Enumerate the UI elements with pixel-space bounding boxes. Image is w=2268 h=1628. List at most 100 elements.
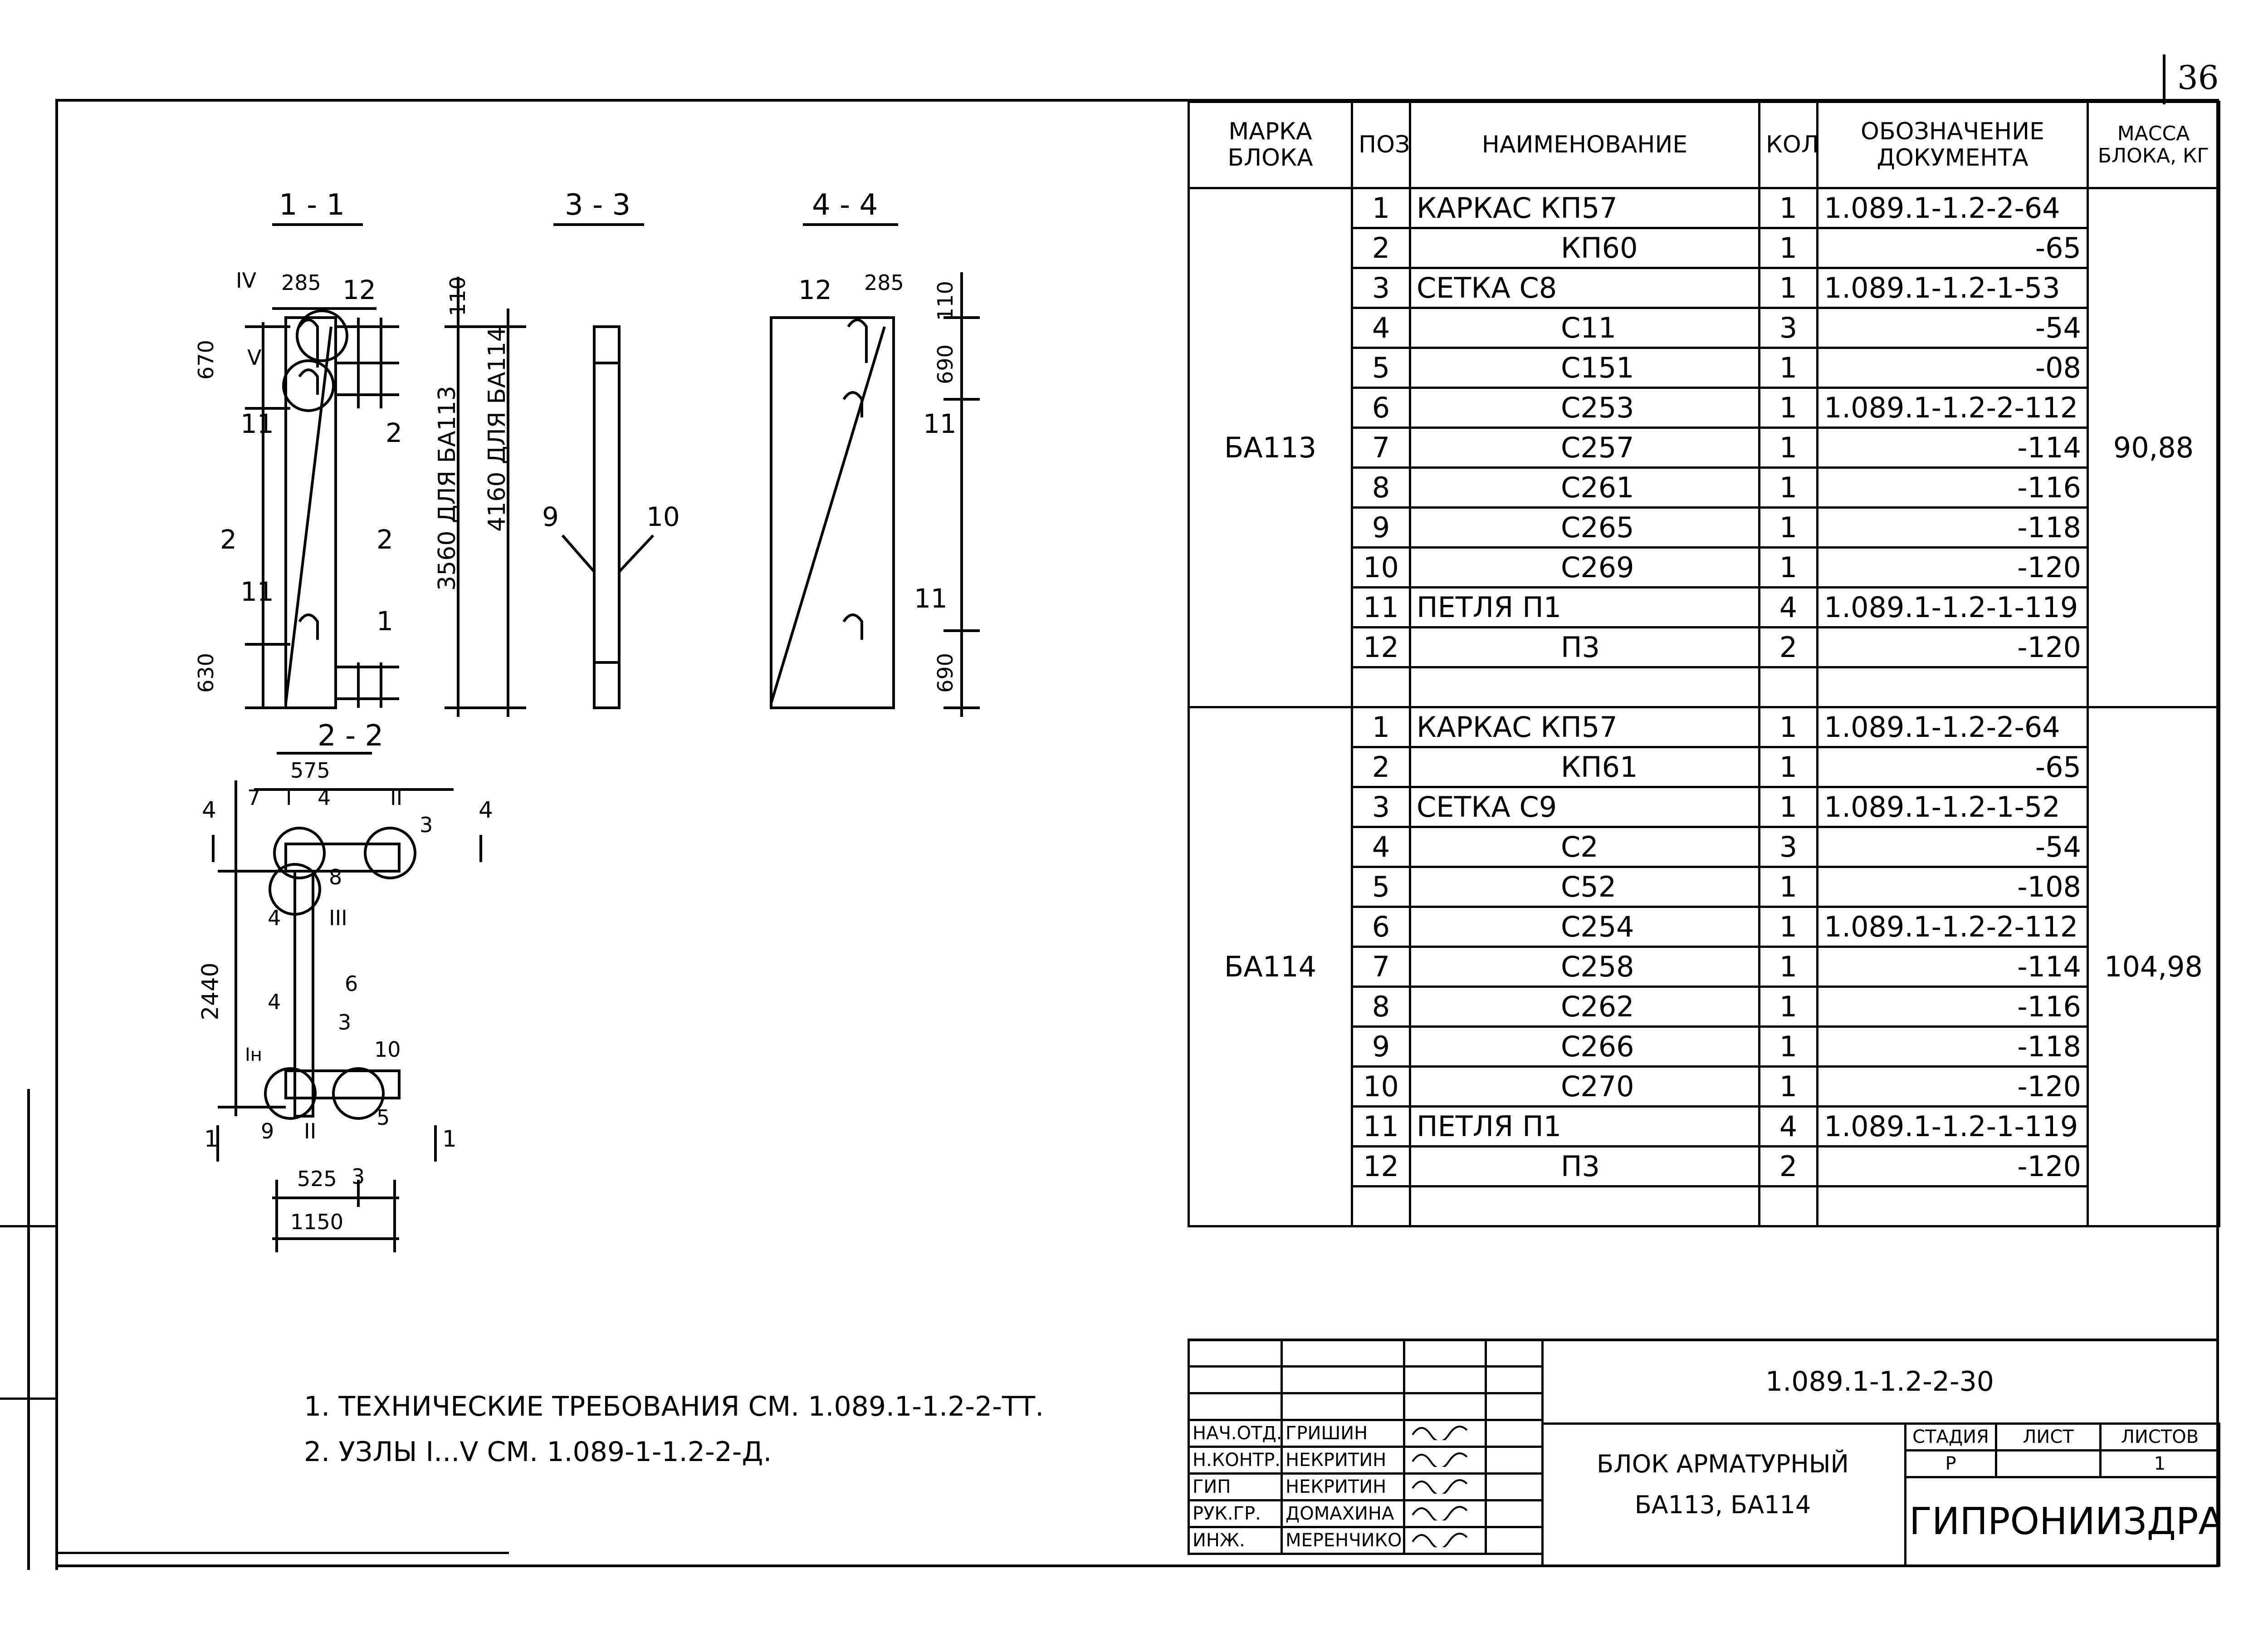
name-cell: С254	[1409, 906, 1760, 948]
block-mark: БА113	[1188, 187, 1353, 708]
section-label-3-3: 3 - 3	[565, 188, 631, 222]
position-cell: 7	[1351, 946, 1411, 988]
sheet-number-box	[2163, 54, 2215, 104]
header-qty: КОЛ.	[1758, 101, 1818, 189]
block-mark: БА114	[1188, 706, 1353, 1227]
callout-11-c: 11	[923, 408, 957, 439]
stamp-empty-cell	[1188, 1392, 1283, 1421]
callout-3-a: 3	[420, 813, 433, 837]
notes-underline	[55, 1552, 509, 1554]
callout-10-b: 10	[374, 1037, 401, 1062]
name-cell: СЕТКА С9	[1409, 786, 1760, 828]
qty-cell: 1	[1758, 1065, 1818, 1108]
stamp-empty-row	[1188, 1339, 1544, 1368]
doc-cell: -120	[1816, 626, 2089, 668]
doc-cell: 1.089.1-1.2-1-119	[1816, 1105, 2089, 1147]
title-area	[1541, 1422, 1906, 1567]
section-label-2-2: 2 - 2	[318, 719, 384, 753]
position-cell: 4	[1351, 307, 1411, 349]
doc-cell: -65	[1816, 746, 2089, 788]
doc-cell: -118	[1816, 506, 2089, 549]
signer-name: ГРИШИН	[1281, 1419, 1405, 1448]
callout-4-a: 4	[318, 785, 331, 810]
signer-role: РУК.ГР.	[1188, 1499, 1283, 1528]
cut-1-right: 1	[442, 1126, 457, 1152]
cut-2-right: 2	[376, 524, 393, 555]
qty-cell: 1	[1758, 187, 1818, 229]
specification-table: МАРКА БЛОКА ПОЗ НАИМЕНОВАНИЕ КОЛ. ОБОЗНА…	[1188, 101, 2220, 1227]
sheet-value	[1995, 1449, 2102, 1478]
qty-cell: 1	[1758, 866, 1818, 908]
stamp-empty-cell	[1403, 1339, 1487, 1368]
callout-8: 8	[329, 865, 342, 889]
stamp-empty-cell	[1188, 1365, 1283, 1394]
position-cell: 6	[1351, 387, 1411, 429]
qty-cell: 1	[1758, 427, 1818, 469]
name-cell: С266	[1409, 1025, 1760, 1068]
block-mass: 104,98	[2087, 706, 2220, 1227]
callout-2-a: 2	[386, 417, 402, 448]
name-cell: С11	[1409, 307, 1760, 349]
qty-cell: 1	[1758, 387, 1818, 429]
signer-role: НАЧ.ОТД.	[1188, 1419, 1283, 1448]
date-cell	[1485, 1472, 1544, 1501]
empty-cell	[1816, 666, 2089, 708]
name-cell: С265	[1409, 506, 1760, 549]
dim-1150: 1150	[290, 1210, 344, 1234]
name-cell: СЕТКА С8	[1409, 267, 1760, 309]
empty-row	[1189, 666, 2219, 708]
signature	[1403, 1526, 1487, 1555]
section-label-1-1: 1 - 1	[279, 188, 345, 222]
header-pos: ПОЗ	[1351, 101, 1411, 189]
signer-row: РУК.ГР.ДОМАХИНА	[1188, 1499, 1544, 1528]
callout-9: 9	[542, 501, 559, 532]
name-cell: КП60	[1409, 227, 1760, 269]
qty-cell: 1	[1758, 786, 1818, 828]
sheets-label: ЛИСТОВ	[2099, 1422, 2220, 1451]
stamp-empty-cell	[1403, 1392, 1487, 1421]
qty-cell: 1	[1758, 946, 1818, 988]
doc-cell: -54	[1816, 826, 2089, 868]
block-mass: 90,88	[2087, 187, 2220, 708]
dim-2440: 2440	[197, 962, 224, 1020]
position-cell: 12	[1351, 626, 1411, 668]
callout-4-b: 4	[268, 906, 281, 930]
callout-9-b: 9	[261, 1119, 274, 1143]
position-cell: 11	[1351, 586, 1411, 628]
doc-cell: -116	[1816, 986, 2089, 1028]
qty-cell: 1	[1758, 506, 1818, 549]
node-In: Iн	[245, 1044, 262, 1065]
position-cell: 1	[1351, 187, 1411, 229]
qty-cell: 1	[1758, 906, 1818, 948]
callout-1-a: 1	[376, 606, 393, 637]
name-cell: С261	[1409, 466, 1760, 509]
dim-4160: 4160 ДЛЯ БА114	[483, 327, 511, 532]
stamp-empty-row	[1188, 1365, 1544, 1394]
signer-role: Н.КОНТР.	[1188, 1446, 1283, 1475]
name-cell: С262	[1409, 986, 1760, 1028]
name-cell: С257	[1409, 427, 1760, 469]
name-cell: П3	[1409, 626, 1760, 668]
callout-12-b: 12	[798, 275, 832, 305]
stamp-empty-cell	[1281, 1365, 1405, 1394]
dim-525: 525	[297, 1167, 337, 1191]
position-cell: 2	[1351, 746, 1411, 788]
position-cell: 7	[1351, 427, 1411, 469]
doc-cell: 1.089.1-1.2-2-112	[1816, 906, 2089, 948]
qty-cell: 1	[1758, 466, 1818, 509]
signature	[1403, 1472, 1487, 1501]
signer-role: ИНЖ.	[1188, 1526, 1283, 1555]
callout-10: 10	[646, 501, 680, 532]
header-doc: ОБОЗНАЧЕНИЕ ДОКУМЕНТА	[1816, 101, 2089, 189]
dim-670: 670	[193, 340, 218, 380]
